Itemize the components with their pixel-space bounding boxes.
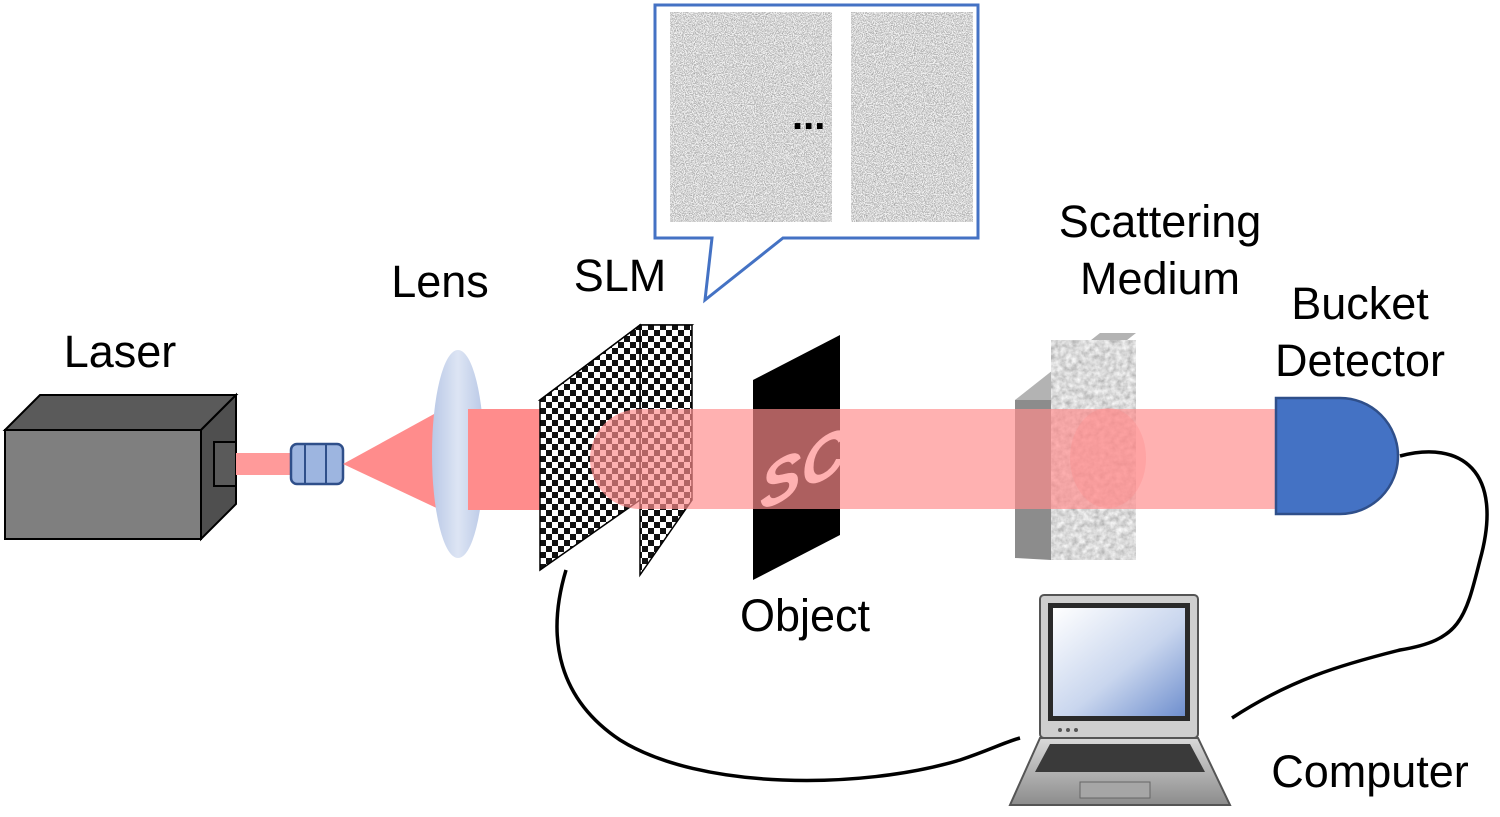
object-label: Object (739, 590, 871, 641)
pattern-ellipsis: ... (792, 94, 826, 138)
computer-label: Computer (1271, 746, 1469, 797)
computer-laptop (1008, 594, 1232, 806)
lens-label: Lens (391, 256, 489, 307)
beam-expander (289, 442, 345, 486)
beam-scatter-overlay (1070, 408, 1146, 508)
diverging-beam (343, 408, 445, 512)
scattering-label-line2: Medium (1079, 253, 1241, 304)
scattering-label-line1: Scattering (1058, 196, 1262, 247)
detector-label-line2: Detector (1274, 335, 1446, 386)
laser-source (2, 392, 239, 542)
beam-main (590, 409, 1283, 509)
detector-computer-cable (1231, 450, 1489, 720)
beam-laser-out (236, 453, 294, 475)
laser-label: Laser (63, 326, 177, 377)
bucket-label-line1: Bucket (1291, 278, 1429, 329)
slm-label: SLM (573, 250, 667, 301)
pattern-callout (653, 3, 980, 304)
bucket-detector (1274, 396, 1400, 516)
speckle-pattern-2 (710, 12, 832, 222)
speckle-pattern-3 (851, 12, 973, 222)
slm-computer-cable (555, 569, 1021, 783)
